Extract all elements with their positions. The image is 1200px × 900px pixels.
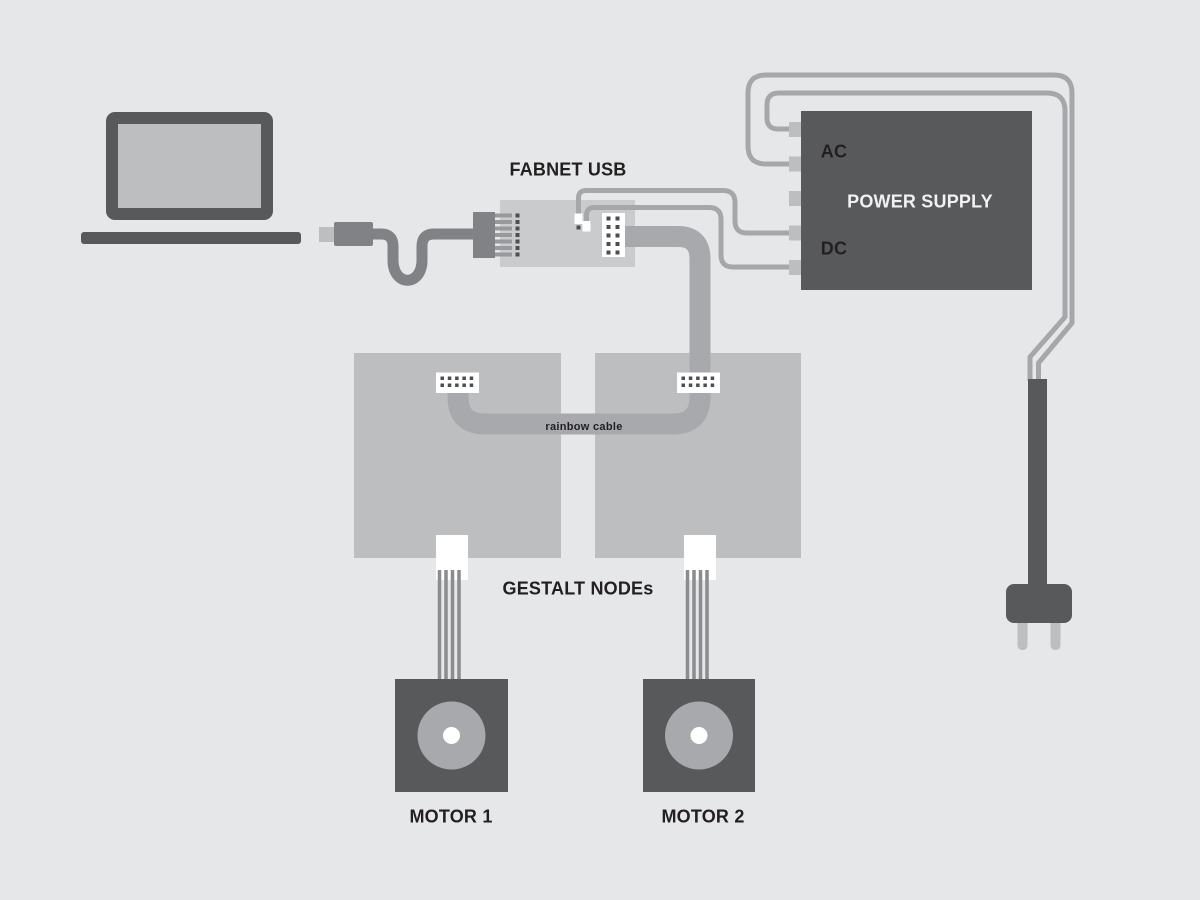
board-header-pins [606,216,620,255]
node-header-left-pins [440,376,474,387]
wire-terminal-pin [576,225,581,230]
fabnet-ribbon-cable [447,226,711,435]
ac-loop-wire-outer [745,72,1075,381]
ac-loop-wire-inner [764,90,1068,381]
power-cord [1028,379,1047,591]
board-pin-header [602,213,625,257]
motor2-label: MOTOR 2 [661,806,745,827]
fabnet-usb-label: FABNET USB [509,159,627,180]
signal-wire-1 [576,188,797,236]
gestalt-nodes-label: GESTALT NODEs [502,578,654,599]
usb-connector-block [473,212,495,258]
power-supply-terminal-3 [789,191,801,206]
wire-terminal-b [582,221,591,232]
ac-label: AC [820,141,848,162]
motor1-label: MOTOR 1 [409,806,493,827]
power-supply-terminal-2 [789,156,801,172]
motor2-ribbon-wires [685,570,709,682]
power-supply-label: POWER SUPPLY [847,191,993,212]
wire-terminal-a [574,213,583,224]
node-header-right-pins [681,376,715,387]
power-supply-box [801,111,1032,290]
usb-plug-tip [319,227,335,242]
usb-connector-pins [495,213,512,257]
node-header-right [677,372,720,393]
motor1-shaft [443,727,460,744]
motor2-shaft [690,727,708,744]
plug-prong-left [1017,617,1028,650]
dc-label: DC [820,238,848,259]
power-supply-terminal-1 [789,122,801,137]
power-supply-terminal-5 [789,260,801,275]
motor1-ribbon-wires [437,570,461,682]
power-supply-terminal-4 [789,225,801,241]
plug-body [1006,584,1072,623]
laptop-base [81,232,301,244]
signal-wire-2 [584,205,797,270]
board-pin-dots [515,213,520,257]
usb-plug-body [334,222,373,246]
power-supply-terminals [789,122,801,275]
usb-cable [372,228,477,286]
laptop-screen [118,124,261,208]
node-header-left [436,372,479,393]
plug-prong-right [1050,617,1061,650]
rainbow-cable-label: rainbow cable [545,421,623,433]
